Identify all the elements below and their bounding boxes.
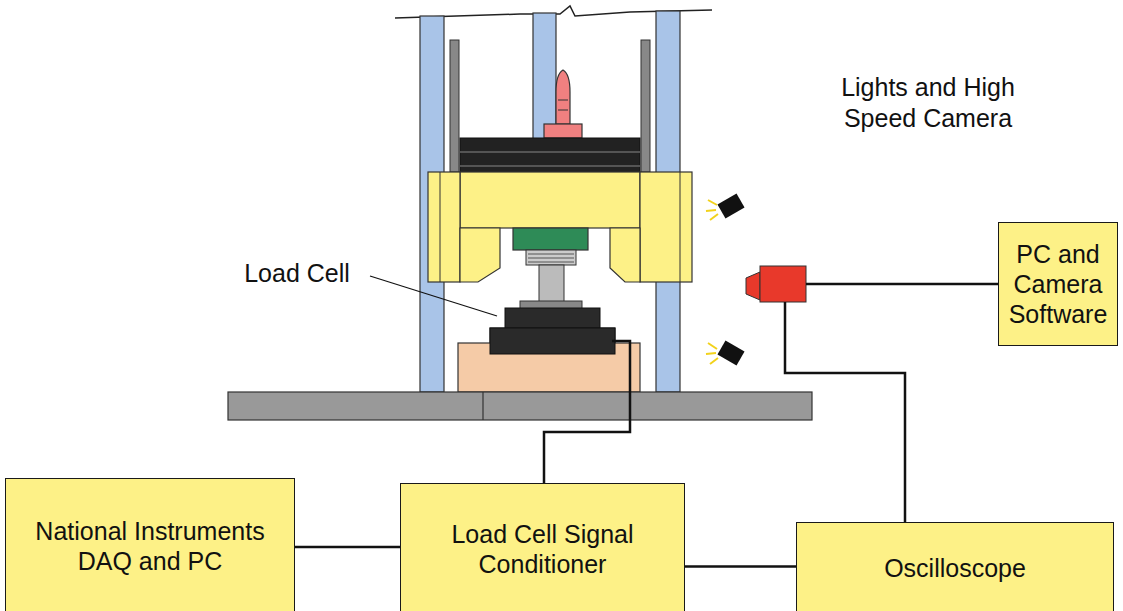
release-pin (558, 100, 568, 110)
floor-plate (228, 392, 812, 420)
crosshead-side (428, 172, 460, 282)
box-text: Load Cell Signal Conditioner (401, 519, 684, 579)
signal-wire (295, 546, 400, 549)
release-block (544, 124, 582, 138)
guide-rod (450, 40, 459, 172)
signal-conditioner-box: Load Cell Signal Conditioner (400, 483, 685, 611)
signal-wire (685, 565, 796, 568)
release-pin (556, 70, 570, 124)
box-text: PC and Camera Software (999, 239, 1117, 329)
load-cell-wire (544, 341, 630, 483)
crosshead-side (640, 172, 692, 282)
box-text: National Instruments DAQ and PC (6, 516, 294, 576)
crosshead (460, 172, 640, 228)
part-label: Load Cell (222, 258, 372, 289)
crosshead-lug (460, 228, 500, 282)
threaded-rod (526, 250, 576, 265)
light (706, 194, 745, 220)
camera-label: Lights and High Speed Camera (808, 72, 1048, 135)
box-text: Oscilloscope (884, 553, 1026, 583)
load-cell (490, 328, 615, 354)
trigger-wire (785, 302, 905, 522)
impactor-rod (539, 265, 564, 303)
load-cell (490, 328, 615, 354)
crosshead-lug (610, 228, 640, 282)
high-speed-camera (746, 266, 806, 302)
camera-data-wire (806, 283, 1003, 286)
impactor-mount (513, 228, 588, 250)
daq-box: National Instruments DAQ and PC (5, 478, 295, 611)
oscilloscope-box: Oscilloscope (796, 522, 1114, 611)
software-box: PC and Camera Software (998, 222, 1118, 346)
load-cell (505, 308, 600, 330)
leader-line (370, 276, 497, 316)
guide-rod (641, 40, 650, 172)
light (706, 341, 745, 366)
